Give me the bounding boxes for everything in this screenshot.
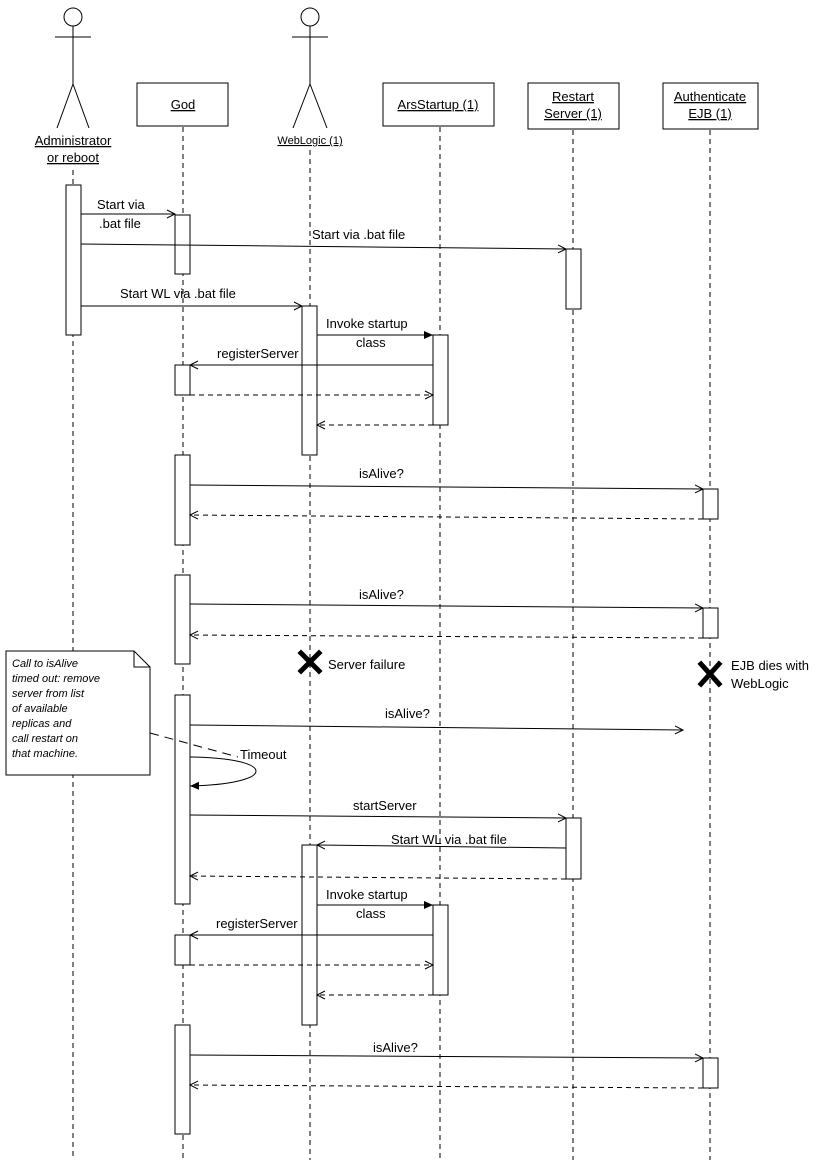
label-invoke-startup-2-line1: Invoke startup <box>326 887 408 902</box>
participant-box-authenticate-ejb <box>662 82 759 130</box>
note-line-3: server from list <box>12 688 85 700</box>
label-start-server: startServer <box>353 798 417 813</box>
label-is-alive-4: isAlive? <box>373 1040 418 1055</box>
participant-box-restart-server <box>527 82 620 130</box>
label-is-alive-1: isAlive? <box>359 466 404 481</box>
message-start-via-bat-2 <box>80 243 566 249</box>
activation-arsstartup-2 <box>432 904 449 996</box>
activation-god-5 <box>174 694 191 905</box>
participant-restart-server-line1: Restart <box>552 89 594 104</box>
actor-administrator <box>55 7 91 129</box>
participant-administrator-line1: Administrator <box>35 133 112 148</box>
label-invoke-startup-2-line2: class <box>356 906 386 921</box>
label-ejb-dies-line1: EJB dies with <box>731 658 809 673</box>
label-ejb-dies-line2: WebLogic <box>731 676 789 691</box>
activation-god-3 <box>174 454 191 546</box>
destroy-weblogic-icon <box>297 649 323 675</box>
activation-ejb-1 <box>702 488 719 520</box>
label-start-wl-via-bat-2: Start WL via .bat file <box>391 832 507 847</box>
activation-god-6 <box>174 934 191 966</box>
activation-god-7 <box>174 1024 191 1135</box>
activation-administrator <box>65 184 82 336</box>
participant-weblogic-label: WebLogic (1) <box>277 135 342 147</box>
activation-weblogic-1 <box>301 305 318 456</box>
label-server-failure: Server failure <box>328 657 405 672</box>
label-start-via-bat-2: Start via .bat file <box>312 227 405 242</box>
participant-god-label: God <box>171 97 196 112</box>
participant-authenticate-ejb-line1: Authenticate <box>674 89 746 104</box>
return-is-alive-4 <box>190 1085 704 1088</box>
activation-ejb-2 <box>702 607 719 639</box>
message-start-server <box>189 815 566 818</box>
message-is-alive-3 <box>189 724 683 730</box>
label-start-via-bat-1-line1: Start via <box>97 197 145 212</box>
destroy-ejb-icon <box>697 660 723 688</box>
note-line-6: call restart on <box>12 733 78 745</box>
participant-authenticate-ejb-line2: EJB (1) <box>688 106 731 121</box>
label-register-server-1: registerServer <box>217 346 299 361</box>
message-start-wl-via-bat-2 <box>317 845 567 848</box>
label-timeout: Timeout <box>240 747 287 762</box>
activation-god-4 <box>174 574 191 665</box>
return-to-god-from-restart <box>190 876 567 879</box>
return-is-alive-2 <box>190 635 704 638</box>
note-line-4: of available <box>12 703 68 715</box>
label-start-via-bat-1-line2: .bat file <box>99 216 141 231</box>
activation-arsstartup-1 <box>432 334 449 426</box>
activation-restart-1 <box>565 248 582 310</box>
participant-administrator-line2: or reboot <box>47 150 99 165</box>
note-line-2: timed out: remove <box>12 673 100 685</box>
participant-box-god <box>136 82 229 127</box>
note-line-1: Call to isAlive <box>12 658 78 670</box>
label-invoke-startup-1-line1: Invoke startup <box>326 316 408 331</box>
participant-arsstartup-label: ArsStartup (1) <box>398 97 479 112</box>
note-line-5: replicas and <box>12 718 72 730</box>
activation-god-2 <box>174 364 191 396</box>
label-start-wl-via-bat: Start WL via .bat file <box>120 286 236 301</box>
participant-box-arsstartup <box>382 82 495 127</box>
message-is-alive-1 <box>189 485 703 489</box>
label-register-server-2: registerServer <box>216 916 298 931</box>
label-invoke-startup-1-line2: class <box>356 335 386 350</box>
return-is-alive-1 <box>190 515 704 519</box>
activation-restart-2 <box>565 817 582 880</box>
actor-weblogic <box>292 7 328 129</box>
message-timeout <box>189 756 257 790</box>
note <box>5 650 239 776</box>
message-is-alive-2 <box>189 604 703 608</box>
label-is-alive-3: isAlive? <box>385 706 430 721</box>
participant-restart-server-line2: Server (1) <box>544 106 602 121</box>
message-is-alive-4 <box>189 1055 703 1058</box>
label-is-alive-2: isAlive? <box>359 587 404 602</box>
activation-ejb-3 <box>702 1057 719 1089</box>
note-line-7: that machine. <box>12 748 78 760</box>
